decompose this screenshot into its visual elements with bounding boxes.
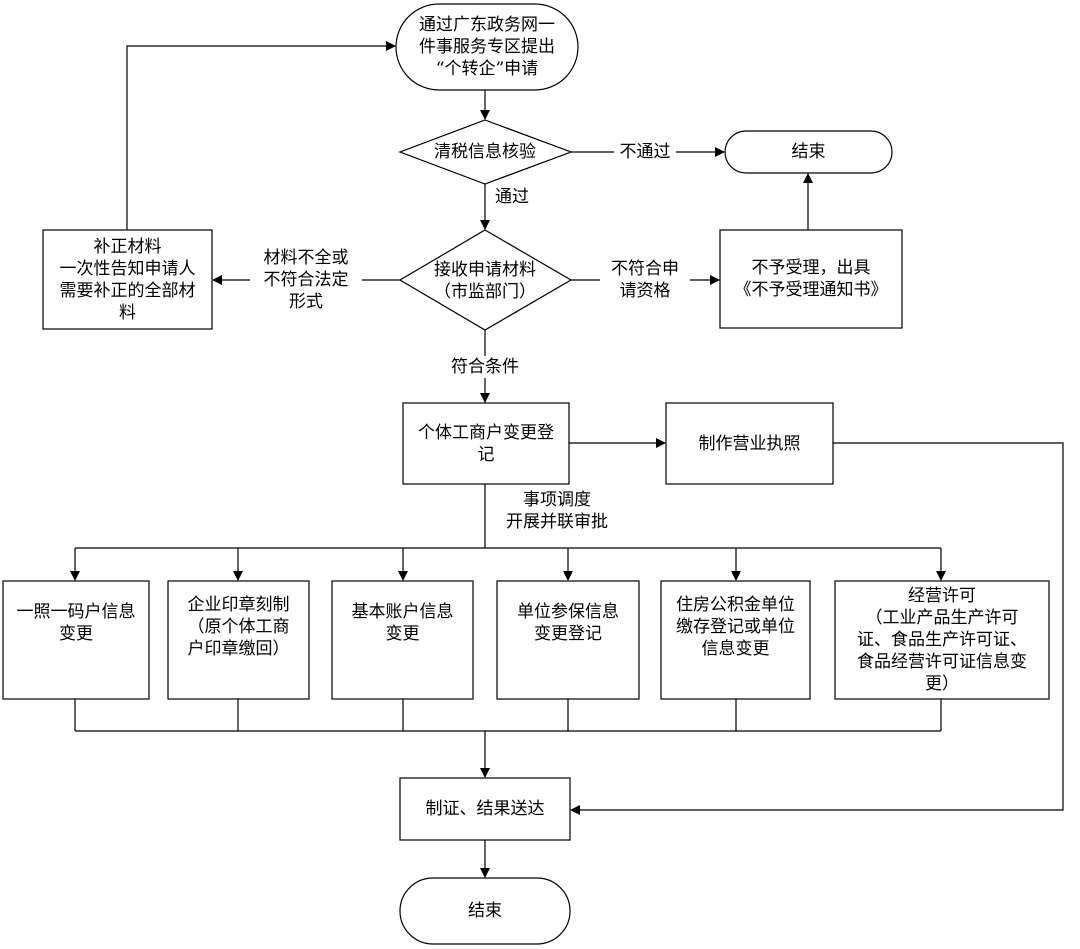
start-terminator-shape — [395, 3, 579, 91]
license-process-shape — [665, 402, 834, 485]
arrow-license-to-issue — [570, 442, 1064, 815]
sub-1-process-shape — [2, 580, 150, 700]
reject-process-shape — [719, 229, 903, 329]
registration-process-shape — [402, 402, 570, 485]
sub-2-process-shape — [167, 580, 310, 700]
issue-node: 制证、结果送达 — [425, 799, 545, 819]
sub-6-process-shape — [834, 580, 1050, 700]
sub-6-node: 经营许可 （工业产品生产许可 证、食品生产许可证、 食品经营许可证信息变 更） — [857, 586, 1027, 694]
issue-process-shape — [399, 777, 571, 841]
sub-5-node: 住房公积金单位 缴存登记或单位 信息变更 — [676, 595, 795, 659]
sub-2-node: 企业印章刻制 （原个体工商 户印章缴回） — [187, 595, 290, 659]
sub-4-node: 单位参保信息 变更登记 — [517, 602, 619, 644]
supplement-node: 补正材料 一次性告知申请人 需要补正的全部材 料 — [59, 236, 196, 323]
ineligible-label: 不符合申 请资格 — [600, 257, 690, 303]
end-bottom-node: 结束 — [468, 901, 502, 921]
receive-node: 接收申请材料 （市监部门） — [434, 260, 536, 302]
arrow-supplement-to-start — [126, 41, 396, 230]
eligible-label: 符合条件 — [441, 356, 529, 378]
sub-3-process-shape — [331, 580, 474, 700]
dispatch-label: 事项调度 开展并联审批 — [492, 488, 622, 534]
license-node: 制作营业执照 — [698, 433, 801, 454]
registration-node: 个体工商户变更登 记 — [418, 422, 554, 465]
end-top-node: 结束 — [791, 142, 826, 162]
end-bottom-terminator-shape — [399, 877, 571, 945]
supplement-process-shape — [42, 229, 213, 330]
incomplete-label: 材料不全或 不符合法定 形式 — [250, 246, 362, 314]
sub-4-process-shape — [496, 580, 640, 700]
sub-1-node: 一照一码户信息 变更 — [16, 602, 136, 644]
sub-5-process-shape — [660, 580, 811, 700]
start-node: 通过广东政务网一 件事服务专区提出 “个转企”申请 — [419, 15, 555, 79]
tax-check-node: 清税信息核验 — [434, 142, 536, 162]
pass-label: 通过 — [495, 186, 549, 208]
not-pass-label: 不通过 — [614, 141, 676, 163]
reject-node: 不予受理，出具 《不予受理通知书》 — [734, 258, 888, 300]
sub-3-node: 基本账户信息 变更 — [351, 602, 454, 644]
